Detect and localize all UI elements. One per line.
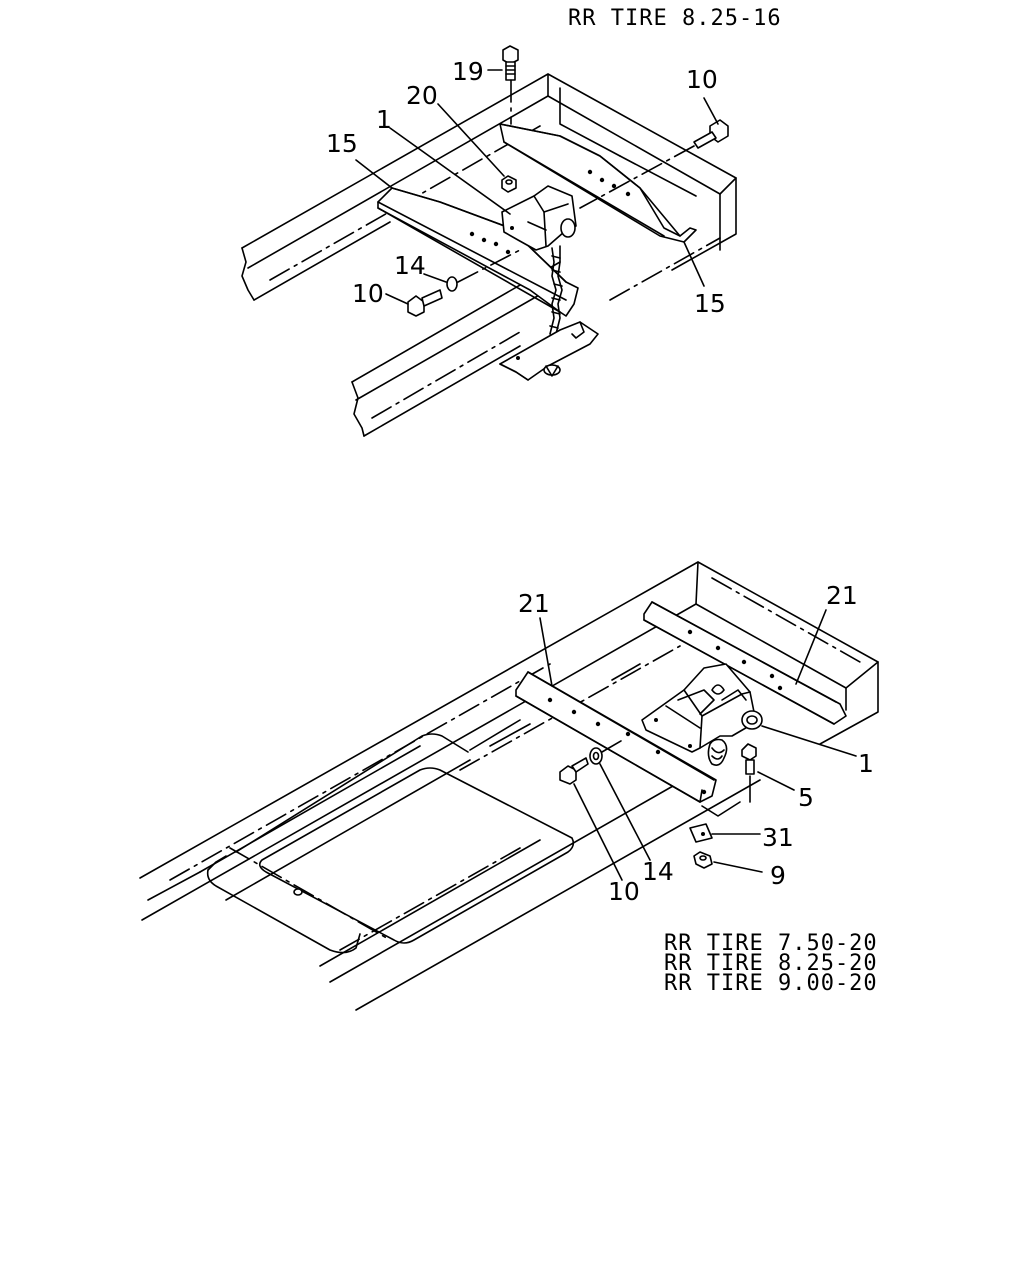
bolt-19 [502, 45, 519, 125]
bolt-5-leader-path [701, 801, 741, 817]
top-crossmember [559, 87, 697, 197]
bottom-leaders [539, 609, 857, 881]
callout-21-left: 21 [518, 589, 550, 618]
caption-bottom-line-1: RR TIRE 7.50-20 [664, 931, 878, 956]
bolt-10-upper [579, 119, 729, 209]
callout-9: 9 [770, 861, 786, 890]
callout-1-top: 1 [376, 105, 392, 134]
top-assembly: 19 20 10 1 15 14 10 15 [241, 45, 737, 437]
carrier-1-top [501, 185, 577, 335]
caption-bottom: RR TIRE 7.50-20 RR TIRE 8.25-20 RR TIRE … [664, 931, 878, 996]
callout-15-right: 15 [694, 289, 726, 318]
top-leaders [355, 69, 719, 305]
nut-9 [693, 851, 713, 869]
callout-5: 5 [798, 783, 814, 812]
caption-top: RR TIRE 8.25-16 [568, 6, 782, 31]
bolt-10-lower [407, 289, 443, 317]
carrier-1-bottom [641, 663, 763, 766]
callout-31: 31 [762, 823, 794, 852]
bracket-15-left [377, 187, 579, 317]
bracket-15-right [499, 123, 697, 243]
washer-14-bottom [589, 737, 627, 765]
callout-14-bottom: 14 [642, 857, 674, 886]
bolt-10-bottom [559, 757, 589, 785]
callout-15-left: 15 [326, 129, 358, 158]
callout-10-upper: 10 [686, 65, 718, 94]
bolt-5 [741, 743, 757, 775]
plate-31 [689, 823, 713, 843]
callout-1-bottom: 1 [858, 749, 874, 778]
bottom-assembly: 21 21 1 5 31 9 14 10 [139, 561, 879, 1011]
caption-bottom-line-2: RR TIRE 8.25-20 [664, 951, 878, 976]
top-frame-rail-upper [241, 73, 737, 301]
nut-20 [501, 175, 517, 193]
callout-19: 19 [452, 57, 484, 86]
bottom-frame [139, 561, 879, 1011]
callout-21-right: 21 [826, 581, 858, 610]
callout-10-lower: 10 [352, 279, 384, 308]
callout-10-bottom: 10 [608, 877, 640, 906]
bracket-21-rear [643, 601, 847, 725]
callout-20: 20 [406, 81, 438, 110]
tire-hanger-top [499, 321, 599, 381]
caption-bottom-line-3: RR TIRE 9.00-20 [664, 971, 878, 996]
washer-14-top [446, 249, 521, 292]
callout-14-top: 14 [394, 251, 426, 280]
